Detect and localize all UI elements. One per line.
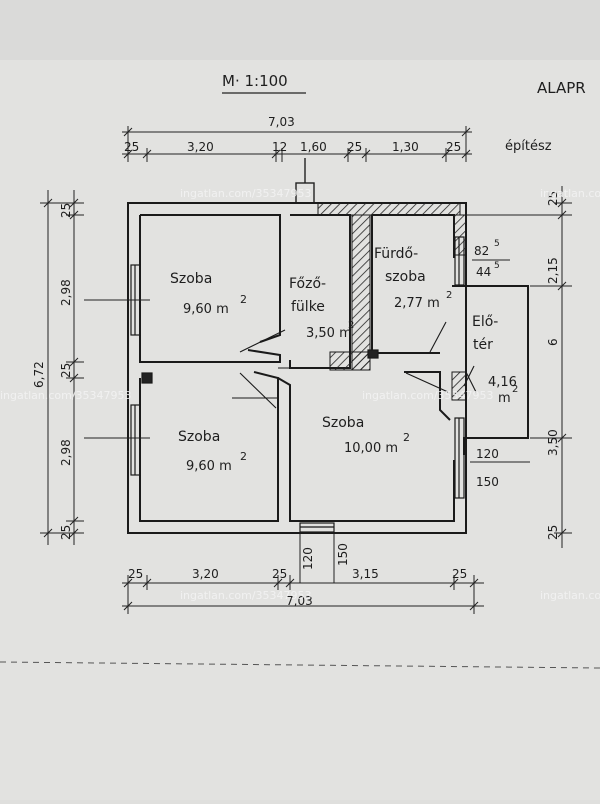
svg-text:fülke: fülke xyxy=(291,299,325,315)
svg-text:44: 44 xyxy=(476,265,491,279)
room-name-bedroom-2: Szoba xyxy=(178,429,220,445)
svg-text:10,00 m: 10,00 m xyxy=(344,441,398,456)
watermark-6: ingatlan.com/35347953 xyxy=(540,589,600,602)
right-dim-4: 25 xyxy=(546,525,560,540)
top-dim-4: 25 xyxy=(347,140,362,154)
svg-text:Főző-: Főző- xyxy=(289,276,326,292)
svg-text:150: 150 xyxy=(476,475,499,489)
top-dim-3: 1,60 xyxy=(300,140,327,154)
watermark-2: ingatlan.com/35347953 xyxy=(540,187,600,200)
svg-text:Elő-: Elő- xyxy=(472,314,498,330)
svg-text:82: 82 xyxy=(474,244,489,258)
bottom-dim-0: 25 xyxy=(128,567,143,581)
entry-step-dimension: 120 150 xyxy=(470,447,530,489)
bottom-dim-1: 3,20 xyxy=(192,567,219,581)
svg-text:5: 5 xyxy=(494,239,500,249)
top-dim-6: 25 xyxy=(446,140,461,154)
svg-text:2: 2 xyxy=(348,320,354,331)
watermark-3: ingatlan.com/35347953 xyxy=(0,389,132,402)
top-dim-0: 25 xyxy=(124,140,139,154)
svg-text:9,60 m: 9,60 m xyxy=(183,302,229,317)
svg-text:4,16: 4,16 xyxy=(488,375,517,390)
top-dim-2: 12 xyxy=(272,140,287,154)
top-total-dimension: 7,03 xyxy=(268,115,295,129)
left-dim-2: 25 xyxy=(59,363,73,378)
bottom-dim-2: 25 xyxy=(272,567,287,581)
svg-text:2,77 m: 2,77 m xyxy=(394,296,440,311)
room-area-bathroom: 2,77 m 2 xyxy=(394,290,452,311)
svg-text:2: 2 xyxy=(446,290,452,301)
hatched-walls xyxy=(317,202,467,401)
left-dim-0: 25 xyxy=(59,203,73,218)
door-swings xyxy=(232,321,477,409)
watermark-4: ingatlan.com/35347953 xyxy=(362,389,494,402)
top-dim-5: 1,30 xyxy=(392,140,419,154)
title-fragment: ALAPR xyxy=(537,79,586,97)
svg-text:5: 5 xyxy=(494,261,500,271)
bottom-dim-5: 3,15 xyxy=(352,567,379,581)
room-name-bathroom: Fürdő- szoba xyxy=(374,246,426,285)
svg-text:Fürdő-: Fürdő- xyxy=(374,246,418,262)
watermark-5: ingatlan.com/35347953 xyxy=(180,589,312,602)
svg-text:9,60 m: 9,60 m xyxy=(186,459,232,474)
room-name-bedroom-1: Szoba xyxy=(170,271,212,287)
left-total-dimension: 6,72 xyxy=(32,361,46,388)
svg-text:120: 120 xyxy=(476,447,499,461)
top-dim-1: 3,20 xyxy=(187,140,214,154)
svg-text:szoba: szoba xyxy=(385,269,426,285)
bottom-dim-4: 150 xyxy=(336,543,350,566)
right-dim-0: 25 xyxy=(546,191,560,206)
svg-text:m: m xyxy=(498,391,511,406)
room-area-bedroom-1: 9,60 m 2 xyxy=(183,293,247,317)
room-name-kitchenette: Főző- fülke xyxy=(289,276,326,315)
room-area-bedroom-2: 9,60 m 2 xyxy=(186,450,247,474)
svg-text:2: 2 xyxy=(403,431,410,444)
bath-window-dimension: 82 5 44 5 xyxy=(472,239,510,279)
left-dim-4: 25 xyxy=(59,525,73,540)
right-dim-1: 2,15 xyxy=(546,257,560,284)
fold-line xyxy=(0,661,600,669)
left-dimension-lines xyxy=(40,190,150,545)
room-name-living-room: Szoba xyxy=(322,415,364,431)
svg-text:2: 2 xyxy=(512,384,518,395)
top-dimension-lines xyxy=(122,126,472,162)
right-dim-2: 6 xyxy=(546,338,560,346)
bottom-total-dimension: 7,03 xyxy=(286,594,313,608)
room-area-entry-hall: 4,16 m 2 xyxy=(488,375,518,406)
room-area-living-room: 10,00 m 2 xyxy=(344,431,410,456)
bottom-dim-6: 25 xyxy=(452,567,467,581)
scale-label: M· 1:100 xyxy=(222,72,288,90)
watermark-1: ingatlan.com/35347953 xyxy=(180,187,312,200)
room-name-entry-hall: Elő- tér xyxy=(472,314,498,353)
bottom-dimension-lines xyxy=(122,534,484,614)
bottom-dim-3: 120 xyxy=(301,547,315,570)
architect-label: építész xyxy=(505,139,552,154)
room-area-kitchenette: 3,50 m 2 xyxy=(306,320,354,341)
svg-text:3,50 m: 3,50 m xyxy=(306,326,352,341)
svg-text:2: 2 xyxy=(240,293,247,306)
right-dimension-lines xyxy=(466,186,572,548)
svg-text:tér: tér xyxy=(473,337,493,353)
right-dim-3: 3,50 xyxy=(546,429,560,456)
left-dim-3: 2,98 xyxy=(59,439,73,466)
left-dim-1: 2,98 xyxy=(59,279,73,306)
svg-text:2: 2 xyxy=(240,450,247,463)
